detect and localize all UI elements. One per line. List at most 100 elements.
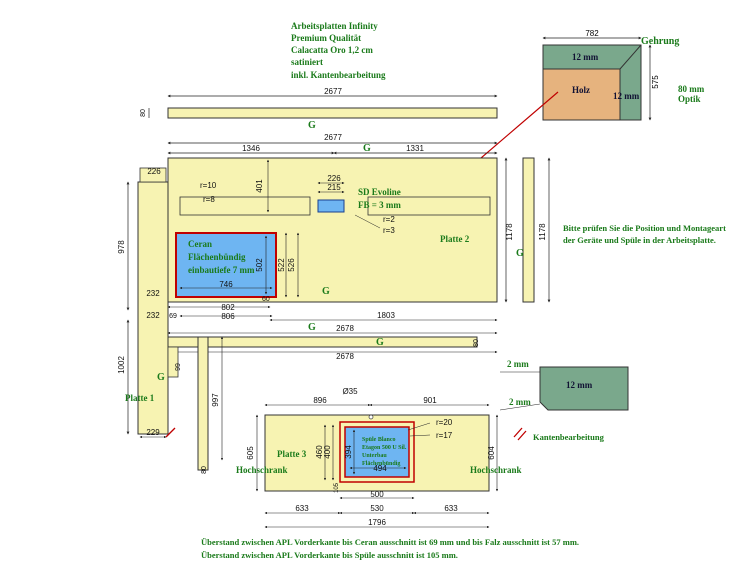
edge-label-holz: Holz	[572, 85, 590, 95]
dim-633-right: 633	[444, 504, 458, 513]
dim-394: 394	[344, 445, 353, 459]
dim-80-strip: 80	[473, 339, 480, 347]
label-platte-2: Platte 2	[440, 234, 470, 244]
sink-line-3: Unterbau	[362, 453, 387, 459]
ceran-line-2: Flächenbündig	[188, 252, 246, 262]
label-kantenbearbeitung: Kantenbearbeitung	[533, 432, 604, 442]
sink-line-1: Spüle Blanco	[362, 437, 396, 443]
dim-460: 460	[315, 445, 324, 459]
label-r20: r=20	[436, 418, 453, 427]
dim-80: 80	[201, 466, 208, 474]
dim-746: 746	[219, 280, 233, 289]
header-line-4: satiniert	[291, 57, 323, 67]
dim-2678-a: 2678	[336, 324, 354, 333]
dim-69: 69	[169, 313, 177, 320]
edge-profile-12mm: 12 mm	[566, 380, 593, 390]
dim-522: 522	[277, 258, 286, 272]
label-fb: FB = 3 mm	[358, 200, 401, 210]
notice-line-1: Bitte prüfen Sie die Position und Montag…	[563, 223, 726, 233]
dim-platte2-height: 1178	[505, 223, 514, 241]
edge-detail-wood	[542, 68, 621, 121]
dim-400: 400	[323, 445, 332, 459]
dim-226-top: 226	[147, 167, 161, 176]
dim-896: 896	[313, 396, 327, 405]
label-r10: r=10	[200, 181, 217, 190]
dim-802: 802	[221, 303, 235, 312]
dim-605: 605	[246, 446, 255, 460]
label-hochschrank-right: Hochschrank	[470, 465, 522, 475]
dim-top-strip-height: 80	[140, 109, 147, 117]
dim-1803: 1803	[377, 311, 395, 320]
front-strip	[167, 336, 478, 348]
label-platte-1: Platte 1	[125, 393, 155, 403]
dim-platte2-right: 1331	[406, 144, 424, 153]
dim-232-a: 232	[146, 289, 160, 298]
right-strip	[522, 157, 535, 303]
edge-profile-2mm-bottom: 2 mm	[509, 397, 531, 407]
label-g-top-strip: G	[308, 120, 316, 131]
label-g-front-strip: G	[308, 322, 316, 333]
ceran-line-1: Ceran	[188, 239, 212, 249]
dim-60: 60	[262, 296, 270, 303]
label-r2: r=2	[383, 215, 395, 224]
dim-229: 229	[146, 428, 160, 437]
dim-99: 99	[175, 363, 182, 371]
edge-label-12mm-top: 12 mm	[572, 52, 599, 62]
edge-detail: 782 575	[459, 29, 660, 177]
edge-profile-2mm-top: 2 mm	[507, 359, 529, 369]
dim-platte2-left: 1346	[242, 144, 260, 153]
dim-997: 997	[211, 393, 220, 407]
label-r17: r=17	[436, 431, 453, 440]
dim-platte2-width: 2677	[324, 133, 342, 142]
header-line-1: Arbeitsplatten Infinity	[291, 21, 378, 31]
dim-604: 604	[487, 446, 496, 460]
dim-901: 901	[423, 396, 437, 405]
ceran-line-3: einbautiefe 7 mm	[188, 265, 255, 275]
dim-1796: 1796	[368, 518, 386, 527]
dim-35: Ø35	[342, 387, 358, 396]
dim-232-b: 232	[146, 311, 160, 320]
dim-526: 526	[287, 258, 296, 272]
side-strip	[197, 336, 209, 471]
sink-line-4: Flächenbündig	[362, 461, 401, 467]
dim-right-strip: 1178	[538, 223, 547, 241]
dim-2678-b: 2678	[336, 352, 354, 361]
dim-530: 530	[370, 504, 384, 513]
dim-500: 500	[370, 490, 384, 499]
dim-215: 215	[327, 183, 341, 192]
dim-105: 105	[334, 482, 340, 493]
label-g-platte2-bottom: G	[322, 286, 330, 297]
label-g-right-strip: G	[516, 248, 524, 259]
dim-806: 806	[221, 312, 235, 321]
edge-dim-side: 575	[651, 75, 660, 89]
edge-profile	[539, 366, 629, 411]
dim-633-left: 633	[295, 504, 309, 513]
dim-978: 978	[117, 240, 126, 254]
header-line-2: Premium Qualität	[291, 33, 362, 43]
notice-line-2: der Geräte und Spüle in der Arbeitsplatt…	[563, 235, 716, 245]
label-sd-evoline: SD Evoline	[358, 187, 401, 197]
label-g-platte2-top: G	[363, 143, 371, 154]
edge-label-12mm-side: 12 mm	[613, 91, 640, 101]
sd-evoline-cutout	[317, 199, 345, 213]
label-r3: r=3	[383, 226, 395, 235]
sink-line-2: Etagon 500 U Sil.	[362, 445, 407, 451]
dim-top-strip-width: 2677	[324, 87, 342, 96]
footer-line-1: Überstand zwischen APL Vorderkante bis C…	[201, 537, 580, 547]
dim-502: 502	[255, 258, 264, 272]
footer-line-2: Überstand zwischen APL Vorderkante bis S…	[201, 550, 458, 560]
label-r8: r=8	[203, 195, 215, 204]
dim-226: 226	[327, 174, 341, 183]
dim-494: 494	[373, 464, 387, 473]
dim-401: 401	[255, 179, 264, 193]
label-hochschrank-left: Hochschrank	[236, 465, 288, 475]
edge-label-gehrung: Gehrung	[641, 36, 680, 47]
label-g-platte1: G	[157, 372, 165, 383]
edge-label-optik: 80 mm Optik	[678, 84, 705, 105]
top-strip	[167, 107, 498, 119]
label-g-strip-2: G	[376, 337, 384, 348]
dim-1002: 1002	[117, 356, 126, 374]
ceran-cutout	[175, 232, 277, 298]
label-platte-3: Platte 3	[277, 449, 307, 459]
